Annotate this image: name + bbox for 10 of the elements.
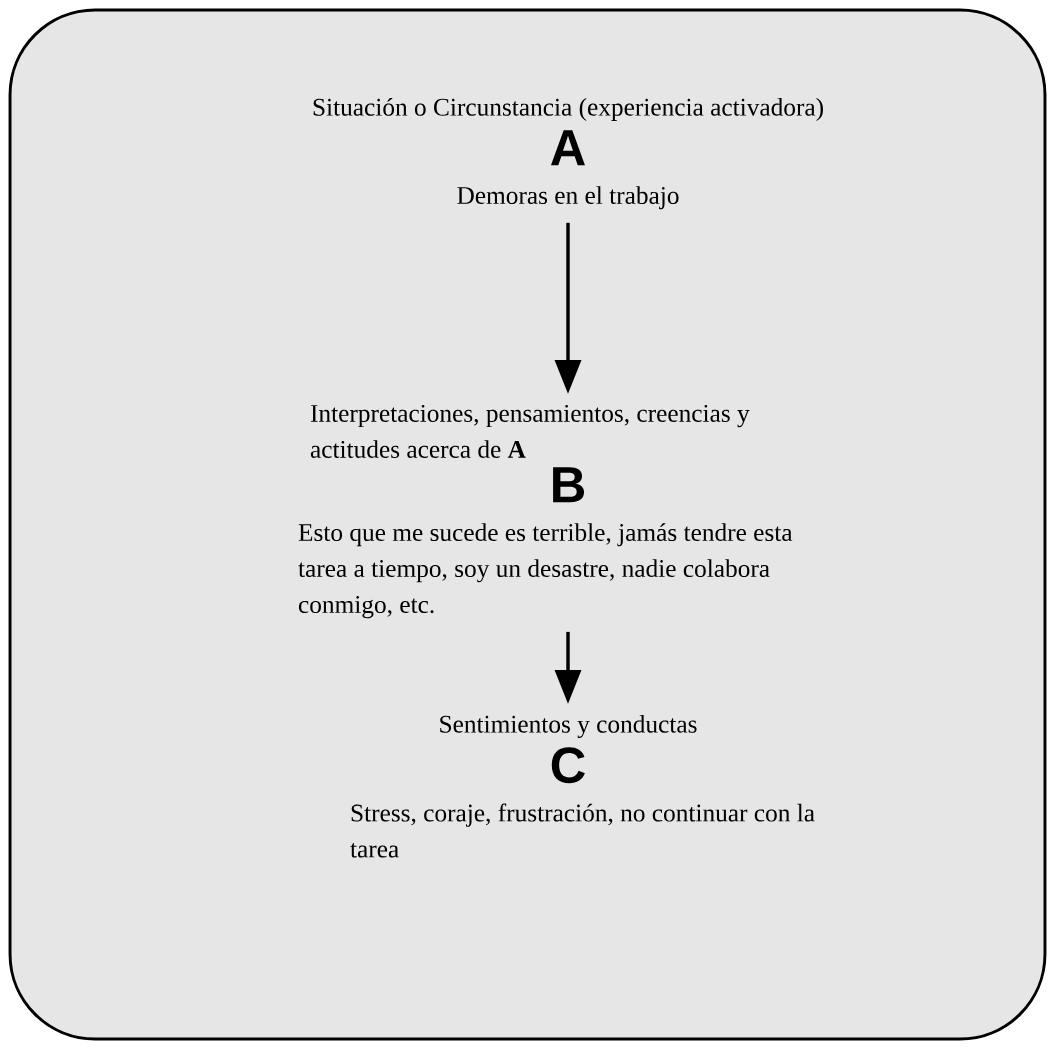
step-letter: B	[553, 467, 584, 503]
step-heading: Interpretaciones, pensamientos, creencias y actitudes acerca de A	[310, 404, 750, 458]
step-heading: Sentimientos y conductas	[440, 714, 697, 738]
step-text: Demoras en el trabajo	[457, 186, 679, 210]
step-letter: A	[550, 130, 585, 166]
step-text: Stress, coraje, frustración, no continuar con la tarea	[350, 803, 815, 858]
rounded-panel	[8, 8, 1047, 1041]
step-heading: Situación o Circunstancia (experiencia activadora)	[313, 97, 823, 121]
step-text: Esto que me sucede es terrible, jamás tendre esta tarea a tiempo, soy un desastre, nadie colabora conmigo, etc.	[298, 523, 793, 619]
step-letter: C	[551, 747, 585, 784]
